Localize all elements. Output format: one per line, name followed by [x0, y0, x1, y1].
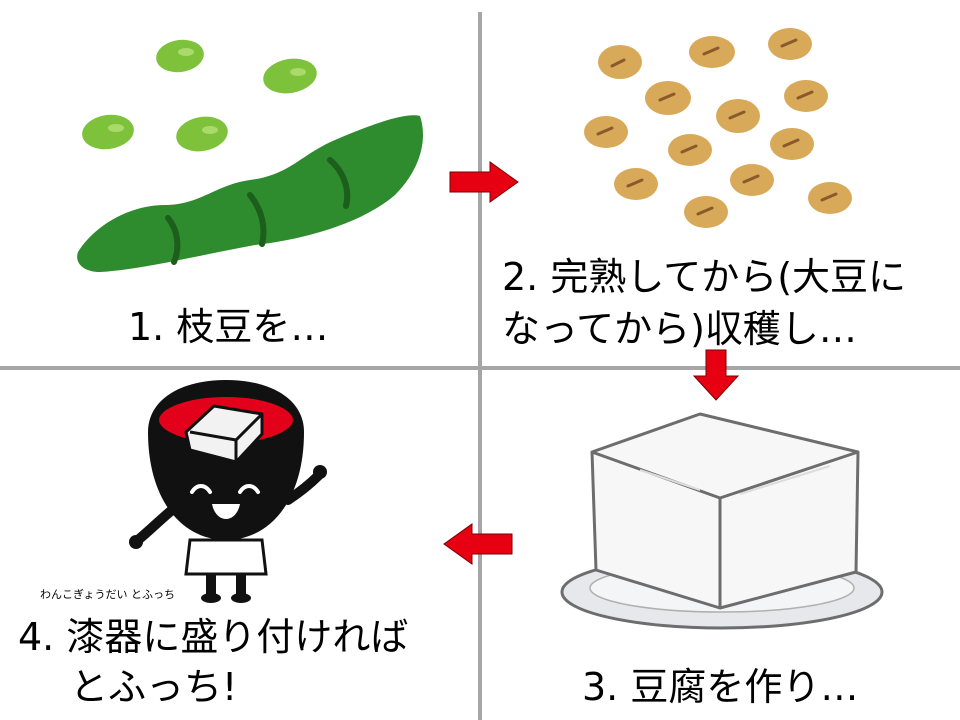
step-2-label-line1: 2. 完熟してから(大豆に	[502, 255, 907, 299]
step-2-label-line2: なってから)収穫し…	[502, 307, 857, 351]
step-1-label: 1. 枝豆を…	[128, 305, 329, 349]
horizontal-divider	[0, 366, 960, 370]
step-4-label-line1: 4. 漆器に盛り付ければ	[18, 615, 409, 659]
step-3-label: 3. 豆腐を作り…	[582, 665, 859, 709]
step-4-label-line2: とふっち!	[70, 665, 238, 709]
mascot-name-label: わんこぎょうだい とふっち	[40, 588, 175, 601]
